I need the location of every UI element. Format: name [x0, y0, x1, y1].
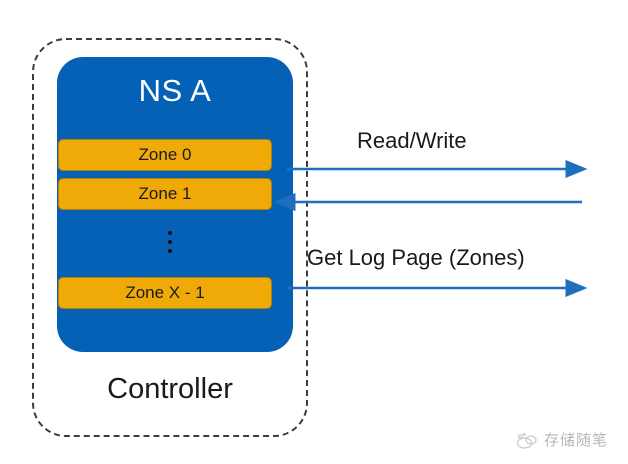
ellipsis-dot	[168, 249, 172, 253]
cloud-logo-icon	[516, 432, 537, 449]
watermark-text: 存储随笔	[544, 432, 609, 449]
zone-bar-0: Zone 0	[58, 139, 272, 171]
namespace-title: NS A	[138, 73, 212, 108]
controller-label: Controller	[107, 373, 233, 405]
vertical-ellipsis-icon	[150, 226, 190, 258]
ellipsis-dot	[168, 231, 172, 235]
ellipsis-dot	[168, 240, 172, 244]
zone-bar-1: Zone 1	[58, 178, 272, 210]
flow-label-read-write: Read/Write	[357, 128, 467, 153]
flow-label-get-log-page: Get Log Page (Zones)	[307, 245, 525, 270]
zone-bar-x-minus-1: Zone X - 1	[58, 277, 272, 309]
watermark: 存储随笔	[516, 428, 620, 454]
